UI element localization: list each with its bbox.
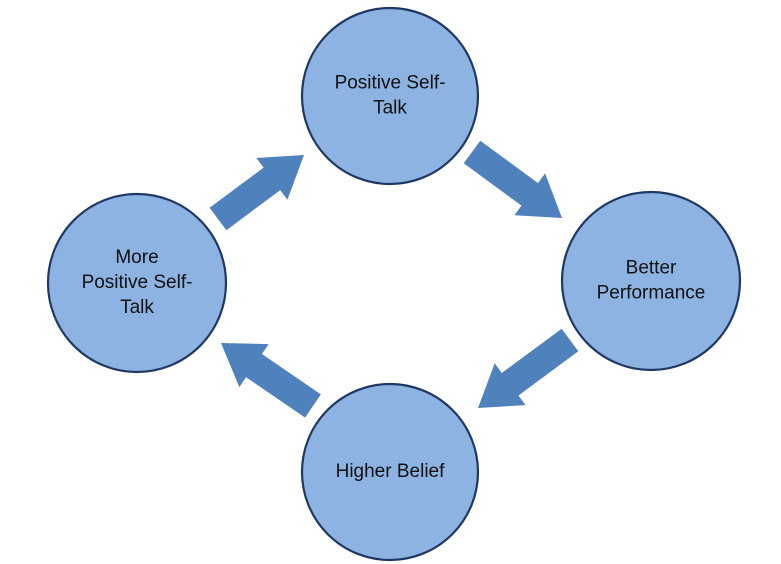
- arrow-more-positive-self-talk-to-positive-self-talk: [209, 155, 304, 231]
- node-label-higher-belief-line-1: Higher Belief: [336, 461, 445, 482]
- node-circle-better-performance: [560, 190, 742, 372]
- nodes-layer: Positive Self-TalkBetterPerformanceHighe…: [46, 6, 742, 562]
- arrow-higher-belief-to-more-positive-self-talk: [221, 343, 321, 418]
- arrows-layer: [209, 140, 579, 418]
- node-circle-positive-self-talk: [300, 6, 480, 186]
- arrow-positive-self-talk-to-better-performance: [463, 140, 562, 218]
- node-label-better-performance-line-1: Better: [626, 258, 677, 279]
- node-label-more-positive-self-talk-line-2: Positive Self-: [82, 272, 193, 293]
- node-label-more-positive-self-talk-line-1: More: [115, 247, 158, 268]
- node-label-more-positive-self-talk-line-3: Talk: [120, 297, 154, 318]
- node-circle-higher-belief: [300, 382, 480, 562]
- node-higher-belief: Higher Belief: [300, 382, 480, 562]
- node-circle-more-positive-self-talk: [46, 192, 228, 374]
- node-label-better-performance-line-2: Performance: [597, 283, 706, 304]
- node-label-positive-self-talk-line-2: Talk: [373, 98, 407, 119]
- arrow-better-performance-to-higher-belief: [478, 328, 579, 408]
- node-positive-self-talk: Positive Self- Talk: [300, 6, 480, 186]
- node-label-positive-self-talk-line-1: Positive Self-: [335, 73, 446, 94]
